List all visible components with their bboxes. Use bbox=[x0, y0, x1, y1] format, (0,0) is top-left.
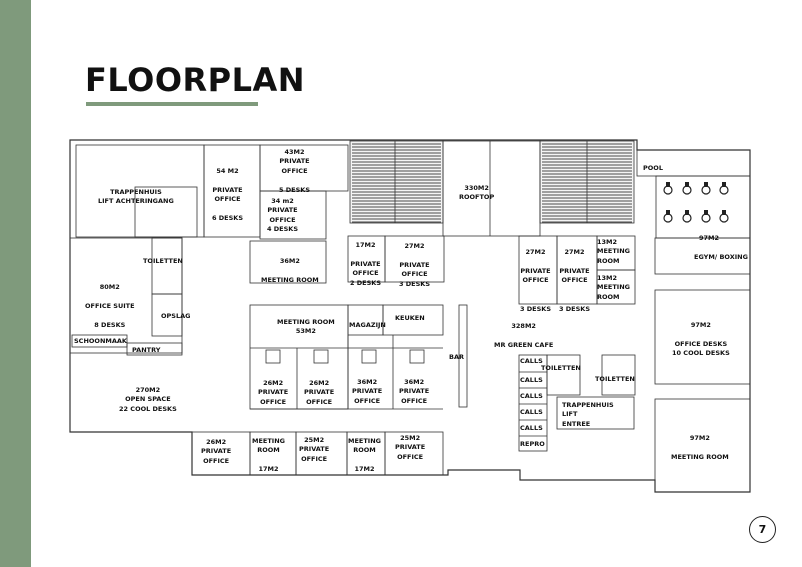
label-open-space: 270M2 OPEN SPACE 22 COOL DESKS bbox=[119, 386, 177, 413]
wall-office-34 bbox=[259, 190, 327, 240]
wall-lift bbox=[134, 186, 198, 238]
label-magazijn: MAGAZIJN bbox=[349, 321, 386, 329]
wall-opslag bbox=[151, 293, 183, 337]
label-office-54: 54 M2 PRIVATE OFFICE 6 DESKS bbox=[212, 167, 244, 223]
label-office-26c: 26M2 PRIVATE OFFICE bbox=[201, 438, 232, 465]
label-meeting-53: MEETING ROOM 53M2 bbox=[277, 318, 335, 336]
label-meeting-13b: 13M2 MEETING ROOM bbox=[597, 274, 630, 301]
page-title: FLOORPLAN bbox=[85, 61, 306, 99]
label-meeting-36: 36M2 MEETING ROOM bbox=[261, 257, 319, 284]
roof-grating-right bbox=[539, 140, 635, 224]
label-office-43: 43M2 PRIVATE OFFICE 5 DESKS bbox=[279, 148, 311, 194]
wall-bar bbox=[458, 304, 468, 408]
wall-magazijn bbox=[347, 304, 384, 336]
label-bar: BAR bbox=[449, 353, 464, 361]
label-pool: POOL bbox=[643, 164, 663, 172]
wall-office-27a bbox=[384, 235, 445, 283]
label-calls-5: CALLS bbox=[520, 424, 543, 432]
label-office-17: 17M2 PRIVATE OFFICE 2 DESKS bbox=[350, 241, 382, 287]
label-office-34: 34 m2 PRIVATE OFFICE 4 DESKS bbox=[267, 197, 299, 234]
wall-meeting-13b bbox=[596, 269, 636, 305]
page-number-badge: 7 bbox=[749, 516, 776, 543]
wall-pantry bbox=[126, 342, 183, 356]
label-schoonmaak: SCHOONMAAK bbox=[74, 337, 127, 345]
label-office-27c: 27M2 PRIVATE OFFICE 3 DESKS bbox=[559, 248, 591, 313]
label-trappenhuis-entree: TRAPPENHUIS LIFT ENTREE bbox=[562, 401, 614, 428]
label-toiletten-right: TOILETTEN bbox=[595, 375, 635, 383]
wall-meeting-36 bbox=[249, 240, 327, 284]
label-calls-4: CALLS bbox=[520, 408, 543, 416]
wall-office-25b bbox=[384, 431, 444, 476]
title-underline bbox=[86, 102, 258, 106]
label-meeting-17b: MEETING ROOM 17M2 bbox=[348, 437, 381, 474]
label-trappenhuis-achter: TRAPPENHUIS LIFT ACHTERINGANG bbox=[98, 188, 174, 206]
label-office-25a: 25M2 PRIVATE OFFICE bbox=[299, 436, 330, 463]
wall-stairwell-entree bbox=[556, 396, 635, 430]
gym-equipment-icons bbox=[663, 182, 729, 223]
label-office-26a: 26M2 PRIVATE OFFICE bbox=[258, 379, 289, 406]
label-calls-3: CALLS bbox=[520, 392, 543, 400]
label-cafe: 328M2 MR GREEN CAFE bbox=[494, 322, 554, 349]
label-office-25b: 25M2 PRIVATE OFFICE bbox=[395, 434, 426, 461]
label-meeting-17a: MEETING ROOM 17M2 bbox=[252, 437, 285, 474]
side-accent-bar bbox=[0, 0, 31, 567]
wall-office-desks bbox=[654, 289, 751, 385]
label-calls-1: CALLS bbox=[520, 357, 543, 365]
label-repro: REPRO bbox=[520, 440, 545, 448]
wall-calls bbox=[518, 354, 548, 452]
label-rooftop: 330M2 ROOFTOP bbox=[459, 184, 495, 202]
label-office-36b: 36M2 PRIVATE OFFICE bbox=[399, 378, 430, 405]
label-toiletten-left: TOILETTEN bbox=[143, 257, 183, 265]
wall-keuken bbox=[382, 304, 444, 336]
wall-toilets-mid bbox=[546, 354, 581, 396]
label-office-26b: 26M2 PRIVATE OFFICE bbox=[304, 379, 335, 406]
label-toiletten-mid: TOILETTEN bbox=[541, 364, 581, 372]
label-office-36a: 36M2 PRIVATE OFFICE bbox=[352, 378, 383, 405]
label-calls-2: CALLS bbox=[520, 376, 543, 384]
roof-grating-left bbox=[349, 140, 444, 224]
label-opslag: OPSLAG bbox=[161, 312, 191, 320]
wall-meeting-97 bbox=[654, 398, 751, 493]
label-egym-area: 97M2 bbox=[699, 234, 720, 242]
label-meeting-13a: 13M2 MEETING ROOM bbox=[597, 238, 630, 265]
wall-rooftop bbox=[442, 140, 541, 237]
label-pantry: PANTRY bbox=[132, 346, 161, 354]
label-meeting-97: 97M2 MEETING ROOM bbox=[671, 434, 729, 461]
wall-pool bbox=[655, 175, 751, 239]
label-office-27b: 27M2 PRIVATE OFFICE 3 DESKS bbox=[520, 248, 552, 313]
label-office-suite: 80M2 OFFICE SUITE 8 DESKS bbox=[85, 283, 135, 329]
label-office-27a: 27M2 PRIVATE OFFICE 3 DESKS bbox=[399, 242, 431, 288]
wall-schoonmaak bbox=[71, 334, 128, 348]
wall-egym bbox=[654, 237, 751, 275]
wall-toilets-right bbox=[601, 354, 636, 396]
label-egym: EGYM/ BOXING bbox=[694, 253, 748, 261]
label-office-desks: 97M2 OFFICE DESKS 10 COOL DESKS bbox=[672, 321, 730, 358]
label-keuken: KEUKEN bbox=[395, 314, 425, 322]
